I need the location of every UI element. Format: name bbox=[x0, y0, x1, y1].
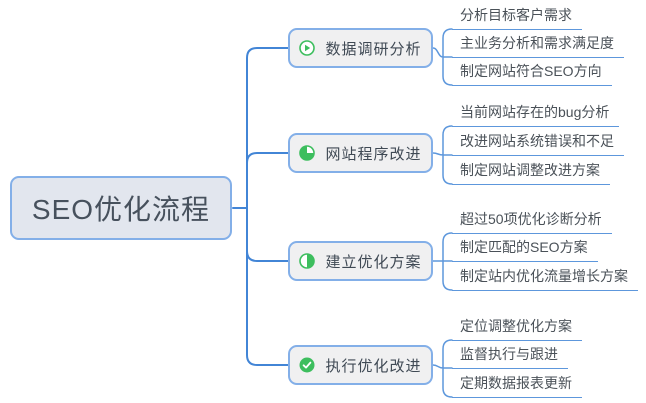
pie-half-icon[interactable] bbox=[299, 253, 316, 269]
branch-node-build-plan[interactable]: 建立优化方案 bbox=[288, 241, 433, 281]
branch3-connector bbox=[246, 250, 289, 262]
leaf-bracket-4 bbox=[432, 339, 453, 398]
leaf-bracket-1 bbox=[432, 28, 453, 86]
root-label: SEO优化流程 bbox=[31, 194, 211, 225]
check-circle-icon[interactable] bbox=[299, 357, 315, 373]
branch-node-site-improve[interactable]: 网站程序改进 bbox=[288, 133, 433, 173]
branch-node-execute[interactable]: 执行优化改进 bbox=[288, 345, 433, 385]
leaf-bracket-3 bbox=[432, 232, 453, 291]
leaf-node[interactable]: 制定匹配的SEO方案 bbox=[452, 238, 598, 262]
branch2-connector bbox=[246, 152, 289, 164]
branch-label: 数据调研分析 bbox=[325, 40, 422, 58]
branch-node-data-research[interactable]: 数据调研分析 bbox=[288, 28, 433, 68]
leaf-node[interactable]: 超过50项优化诊断分析 bbox=[452, 210, 612, 234]
branch-label: 执行优化改进 bbox=[325, 357, 422, 375]
trunk-connector bbox=[246, 47, 289, 366]
leaf-node[interactable]: 当前网站存在的bug分析 bbox=[452, 103, 620, 127]
leaf-node[interactable]: 分析目标客户需求 bbox=[452, 6, 582, 30]
pie-three-quarter-icon[interactable] bbox=[299, 145, 316, 161]
leaf-node[interactable]: 改进网站系统错误和不足 bbox=[452, 132, 624, 156]
leaf-node[interactable]: 制定网站符合SEO方向 bbox=[452, 62, 612, 86]
leaf-bracket-2 bbox=[432, 125, 453, 185]
branch-label: 建立优化方案 bbox=[325, 253, 422, 271]
leaf-node[interactable]: 制定站内优化流量增长方案 bbox=[452, 267, 638, 291]
leaf-node[interactable]: 定位调整优化方案 bbox=[452, 317, 582, 341]
root-node[interactable]: SEO优化流程 bbox=[10, 176, 232, 240]
leaf-node[interactable]: 制定网站调整改进方案 bbox=[452, 161, 610, 185]
branch-label: 网站程序改进 bbox=[325, 145, 422, 163]
leaf-node[interactable]: 定期数据报表更新 bbox=[452, 374, 582, 398]
leaf-node[interactable]: 监督执行与跟进 bbox=[452, 345, 568, 369]
play-circle-icon[interactable] bbox=[299, 40, 316, 56]
leaf-node[interactable]: 主业务分析和需求满足度 bbox=[452, 34, 624, 58]
